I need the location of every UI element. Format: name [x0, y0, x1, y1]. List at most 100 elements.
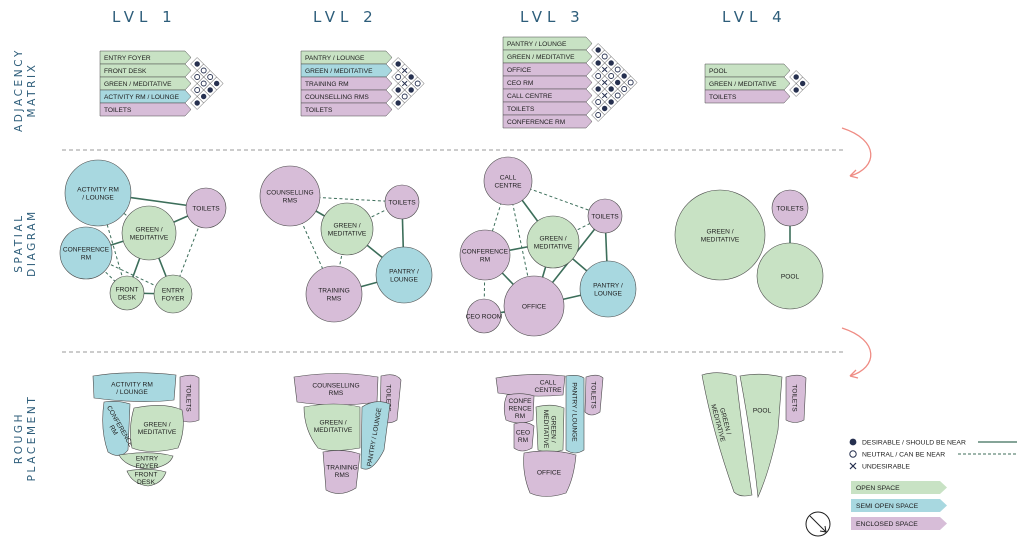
svg-text:SPATIAL: SPATIAL [13, 213, 25, 272]
matrix-row-label: GREEN / MEDITATIVE [507, 54, 575, 61]
neutral-circle-icon [595, 99, 602, 105]
neutral-circle-icon [614, 66, 621, 73]
space-node-label: LOUNGE [594, 290, 622, 297]
matrix-row-label: GREEN / MEDITATIVE [305, 68, 373, 75]
space-node-label: DESK [118, 294, 137, 301]
matrix-row-label: CALL CENTRE [507, 93, 553, 100]
matrix-row: TOILETS [300, 102, 393, 117]
placement-label: RM [515, 413, 525, 420]
space-node-label: GREEN / [135, 226, 162, 233]
level-title-3: LVL 3 [520, 8, 585, 26]
placement-label: RENCE [508, 405, 532, 412]
undesirable-cross-icon [401, 67, 408, 74]
placement-shape: GREEN /MEDITATIVE [535, 404, 565, 453]
matrix-row: GREEN / MEDITATIVE [704, 76, 791, 91]
matrix-row: PANTRY / LOUNGE [300, 50, 393, 65]
space-node: GREEN /MEDITATIVE [526, 215, 580, 269]
neutral-circle-icon [200, 80, 207, 87]
space-node: ACTIVITY RM/ LOUNGE [64, 159, 132, 227]
legend-semi-open-space: SEMI OPEN SPACE [856, 503, 919, 510]
desirable-dot-icon [595, 47, 601, 53]
desirable-dot-icon [408, 74, 414, 80]
matrix-row: GREEN / MEDITATIVE [502, 49, 593, 64]
side-label-placement: ROUGH PLACEMENT [13, 395, 38, 482]
matrix-row: CALL CENTRE [502, 88, 593, 103]
space-node: OFFICE [503, 275, 565, 337]
matrix-row-label: FRONT DESK [104, 68, 147, 75]
placement-shape: PANTRY / LOUNGE [565, 375, 585, 454]
space-node-label: GREEN / [706, 228, 733, 235]
matrix-row-label: TOILETS [507, 106, 535, 113]
matrix-row: CONFERENCE RM [502, 114, 593, 129]
space-node-label: ACTIVITY RM [77, 186, 119, 193]
space-node-label: TOILETS [388, 199, 416, 206]
level-title-2: LVL 2 [313, 8, 378, 26]
undesirable-cross-icon [601, 79, 608, 86]
matrix-row-label: PANTRY / LOUNGE [507, 41, 567, 48]
space-node-label: PANTRY / [389, 268, 419, 275]
space-node: TOILETS [185, 187, 227, 229]
placement-label: POOL [753, 407, 772, 414]
space-node-label: RMS [283, 197, 298, 204]
matrix-row-label: TOILETS [709, 94, 737, 101]
desirable-dot-icon [395, 100, 401, 106]
desirable-dot-icon [601, 105, 608, 112]
space-node-label: COUNSELLING [266, 189, 313, 196]
space-node-label: TOILETS [776, 205, 804, 212]
placement-label: OFFICE [537, 469, 562, 476]
desirable-dot-icon [799, 80, 806, 87]
legend-desirable: DESIRABLE / SHOULD BE NEAR [862, 440, 966, 447]
space-node-label: GREEN / [333, 222, 360, 229]
matrix-row-label: GREEN / MEDITATIVE [709, 81, 777, 88]
adjacency-matrix-lvl-2: PANTRY / LOUNGE GREEN / MEDITATIVE TRAININ… [300, 50, 425, 117]
desirable-dot-icon [194, 100, 200, 106]
north-arrow-icon [805, 511, 831, 537]
matrix-row-label: PANTRY / LOUNGE [305, 55, 365, 62]
matrix-row: TOILETS [502, 101, 593, 116]
neutral-circle-icon [595, 112, 602, 118]
space-node-label: CENTRE [494, 182, 522, 189]
placement-label: TOILETS [385, 384, 392, 412]
undesirable-cross-icon [601, 92, 608, 99]
desirable-dot-icon [608, 60, 614, 66]
matrix-row-label: GREEN / MEDITATIVE [104, 81, 172, 88]
space-node-label: MEDITATIVE [534, 243, 573, 250]
space-node: TOILETS [771, 189, 809, 227]
space-node-label: CONFERENCE [63, 246, 110, 253]
space-node: GREEN /MEDITATIVE [121, 205, 177, 261]
placement-label: TOILETS [791, 384, 798, 412]
placement-label: CEO [516, 430, 530, 437]
space-node-label: MEDITATIVE [701, 236, 740, 243]
matrix-row: FRONT DESK [99, 63, 192, 78]
neutral-circle-icon [627, 79, 634, 86]
placement-shape: TOILETS [179, 374, 200, 423]
space-node-label: PANTRY / [593, 282, 623, 289]
placement-label: ENTRY [136, 456, 159, 463]
matrix-row: TOILETS [704, 89, 791, 104]
space-node-label: FRONT [116, 286, 139, 293]
placement-label: GREEN / [319, 420, 346, 427]
matrix-row-label: ACTIVITY RM / LOUNGE [104, 94, 180, 101]
neutral-circle-icon [601, 53, 608, 60]
matrix-row: COUNSELLING RMS [300, 89, 393, 104]
placement-label: CALL [540, 380, 557, 387]
matrix-row-label: CEO RM [507, 80, 533, 87]
adjacency-link [85, 252, 128, 294]
matrix-row-label: TRAINING RM [305, 81, 349, 88]
